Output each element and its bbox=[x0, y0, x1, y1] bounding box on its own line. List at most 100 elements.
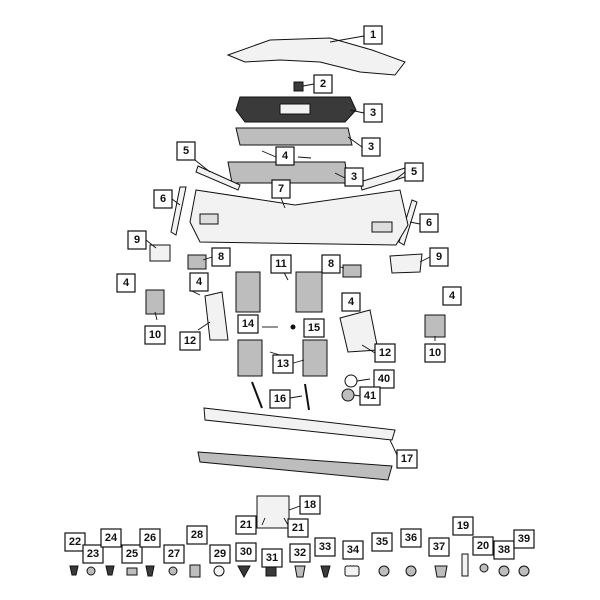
svg-text:5: 5 bbox=[411, 166, 417, 178]
svg-text:25: 25 bbox=[126, 548, 138, 560]
callout-21b: 21 bbox=[287, 518, 309, 538]
callout-29: 29 bbox=[209, 544, 231, 564]
fog-bezel-left bbox=[149, 244, 171, 262]
callout-35: 35 bbox=[371, 532, 393, 552]
svg-text:9: 9 bbox=[436, 251, 442, 263]
callout-10a: 10 bbox=[144, 325, 166, 345]
callout-9b: 9 bbox=[429, 247, 449, 267]
svg-text:14: 14 bbox=[242, 318, 255, 330]
callout-13: 13 bbox=[272, 354, 294, 374]
callout-22: 22 bbox=[64, 532, 86, 552]
lower-bracket-right bbox=[302, 339, 328, 377]
callout-24: 24 bbox=[100, 528, 122, 548]
svg-text:4: 4 bbox=[348, 296, 355, 308]
svg-text:10: 10 bbox=[149, 329, 161, 341]
callout-25: 25 bbox=[121, 544, 143, 564]
callout-17: 17 bbox=[396, 449, 418, 469]
callout-6b: 6 bbox=[419, 213, 439, 233]
svg-text:8: 8 bbox=[218, 251, 224, 263]
svg-text:41: 41 bbox=[364, 390, 376, 402]
callout-32: 32 bbox=[289, 543, 311, 563]
fog-lamp-left bbox=[187, 254, 207, 270]
callout-3a: 3 bbox=[363, 103, 383, 123]
svg-text:32: 32 bbox=[294, 547, 306, 559]
callout-12a: 12 bbox=[179, 331, 201, 351]
callout-19: 19 bbox=[452, 516, 474, 536]
callout-15: 15 bbox=[303, 318, 325, 338]
bumper-lamp-left bbox=[199, 213, 219, 225]
callout-11: 11 bbox=[270, 254, 292, 274]
svg-text:35: 35 bbox=[376, 536, 388, 548]
fog-lamp-right bbox=[342, 264, 362, 278]
callout-28: 28 bbox=[186, 525, 208, 545]
svg-text:21: 21 bbox=[240, 519, 252, 531]
svg-text:20: 20 bbox=[477, 540, 489, 552]
svg-text:28: 28 bbox=[191, 529, 203, 541]
svg-text:4: 4 bbox=[123, 277, 130, 289]
callout-18: 18 bbox=[299, 495, 321, 515]
callout-27: 27 bbox=[163, 544, 185, 564]
callout-20: 20 bbox=[472, 536, 494, 556]
clip-part-2 bbox=[293, 81, 304, 92]
callout-8a: 8 bbox=[211, 247, 231, 267]
fastener-row bbox=[69, 553, 530, 579]
center-bracket-left bbox=[235, 271, 261, 313]
callout-38: 38 bbox=[493, 540, 515, 560]
svg-text:6: 6 bbox=[426, 217, 432, 229]
svg-text:3: 3 bbox=[368, 141, 374, 153]
svg-text:2: 2 bbox=[320, 78, 326, 90]
cap-part-41 bbox=[341, 388, 355, 402]
svg-text:12: 12 bbox=[379, 347, 391, 359]
svg-text:26: 26 bbox=[144, 532, 156, 544]
callout-39: 39 bbox=[513, 529, 535, 549]
callout-34: 34 bbox=[342, 540, 364, 560]
svg-text:18: 18 bbox=[304, 499, 316, 511]
svg-text:36: 36 bbox=[405, 532, 417, 544]
callout-30: 30 bbox=[235, 542, 257, 562]
svg-text:6: 6 bbox=[160, 193, 166, 205]
svg-text:3: 3 bbox=[351, 171, 357, 183]
side-bracket-right bbox=[424, 314, 446, 338]
svg-text:31: 31 bbox=[266, 552, 278, 564]
main-bumper-part bbox=[189, 189, 409, 246]
center-bracket-right bbox=[295, 271, 323, 313]
side-trim-left bbox=[170, 186, 187, 236]
callout-5b: 5 bbox=[404, 162, 424, 182]
svg-text:9: 9 bbox=[134, 234, 140, 246]
svg-text:15: 15 bbox=[308, 322, 320, 334]
callout-37: 37 bbox=[428, 537, 450, 557]
side-bracket-left bbox=[145, 289, 165, 315]
upper-panel-slot bbox=[279, 103, 311, 115]
svg-text:40: 40 bbox=[378, 373, 390, 385]
svg-text:22: 22 bbox=[69, 536, 81, 548]
svg-text:4: 4 bbox=[196, 276, 203, 288]
svg-text:38: 38 bbox=[498, 544, 510, 556]
callout-6a: 6 bbox=[153, 189, 173, 209]
callout-4c: 4 bbox=[189, 272, 209, 292]
grommet-part-40 bbox=[344, 374, 358, 388]
svg-text:34: 34 bbox=[347, 544, 360, 556]
svg-text:33: 33 bbox=[319, 541, 331, 553]
callout-31: 31 bbox=[261, 548, 283, 568]
callout-4b: 4 bbox=[116, 273, 136, 293]
svg-text:12: 12 bbox=[184, 335, 196, 347]
svg-text:16: 16 bbox=[274, 393, 286, 405]
mount-bracket-right bbox=[339, 309, 379, 353]
callout-36: 36 bbox=[400, 528, 422, 548]
callout-23: 23 bbox=[82, 544, 104, 564]
rod-part-left bbox=[251, 381, 263, 409]
callout-4e: 4 bbox=[442, 286, 462, 306]
callout-40: 40 bbox=[373, 369, 395, 389]
callout-8b: 8 bbox=[321, 254, 341, 274]
svg-text:11: 11 bbox=[275, 258, 287, 270]
svg-text:29: 29 bbox=[214, 548, 226, 560]
svg-text:39: 39 bbox=[518, 533, 530, 545]
svg-text:4: 4 bbox=[282, 150, 289, 162]
svg-text:1: 1 bbox=[370, 29, 376, 41]
strip-part-left bbox=[195, 165, 241, 191]
svg-text:5: 5 bbox=[183, 145, 189, 157]
callout-9a: 9 bbox=[127, 230, 147, 250]
skid-plate-part bbox=[226, 37, 406, 76]
callout-4d: 4 bbox=[341, 292, 361, 312]
